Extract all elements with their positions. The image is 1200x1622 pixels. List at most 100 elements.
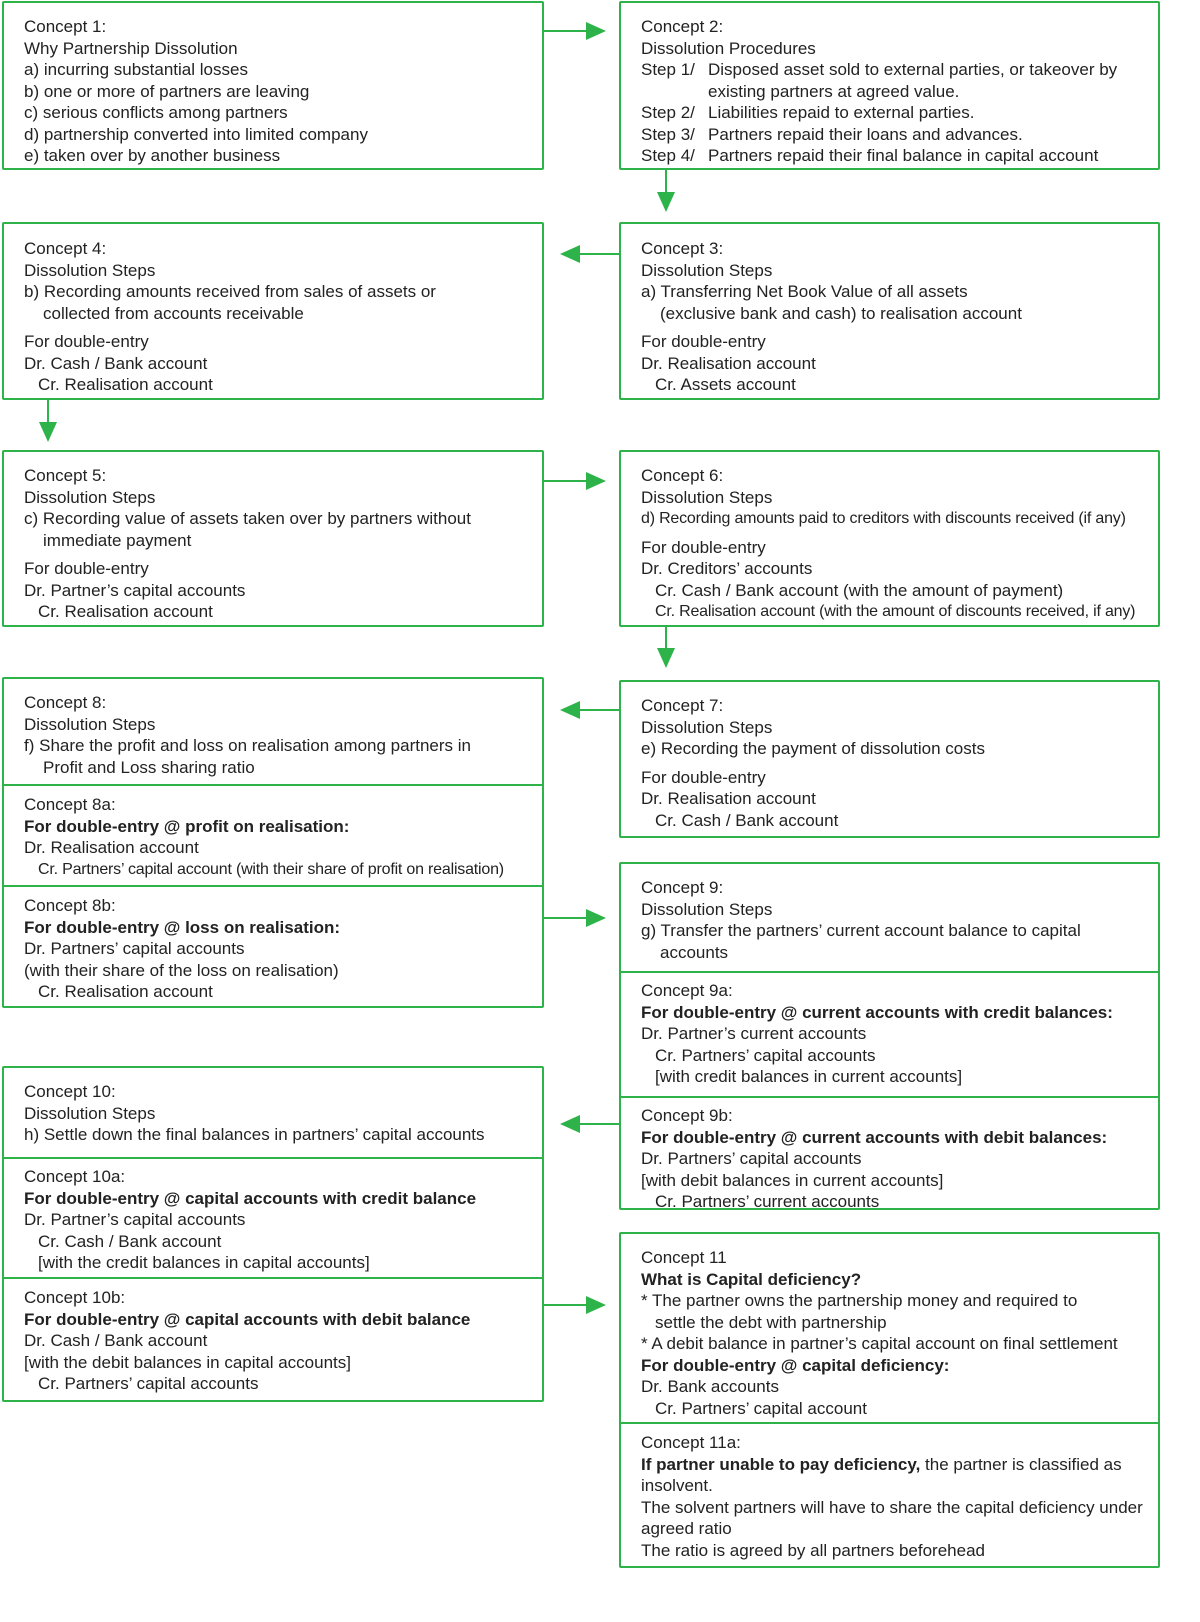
concept-8a-debit: Dr. Realisation account [24,838,199,857]
concept-2-box: Concept 2: Dissolution Procedures Step 1… [619,1,1160,170]
concept-10a-title: Concept 10a: [24,1167,126,1186]
concept-5-step-line: immediate payment [43,530,192,550]
concept-11-credit: Cr. Partners’ capital account [655,1398,867,1418]
concept-3-credit: Cr. Assets account [655,375,796,394]
concept-1-item-d: d) partnership converted into limited co… [24,124,368,144]
arrow-down-4-to-5 [39,400,57,442]
concept-11a-line: The ratio is agreed by all partners befo… [641,1540,985,1560]
concept-1-item-c: c) serious conflicts among partners [24,103,288,122]
concept-1-item-b: b) one or more of partners are leaving [24,81,310,101]
concept-2-step: Step 3/Partners repaid their loans and a… [641,124,1023,144]
concept-8b-double-entry-label: For double-entry @ loss on realisation: [24,917,341,937]
concept-11a-line: If partner unable to pay deficiency, the… [641,1454,1122,1496]
concept-4-credit: Cr. Realisation account [38,375,213,394]
concept-11a-line: The solvent partners will have to share … [641,1497,1143,1539]
concept-5-title: Concept 5: [24,466,107,485]
concept-4-title: Concept 4: [24,239,107,258]
concept-1-item-a: a) incurring substantial losses [24,60,248,79]
concept-7-credit: Cr. Cash / Bank account [655,810,839,830]
concept-10-box: Concept 10: Dissolution Steps h) Settle … [2,1066,544,1402]
concept-4-subtitle: Dissolution Steps [24,260,156,280]
arrow-right-10-to-11 [544,1296,606,1314]
concept-2-step: Step 4/Partners repaid their final balan… [641,146,1099,165]
concept-9-subtitle: Dissolution Steps [641,899,773,919]
concept-9a-double-entry-label: For double-entry @ current accounts with… [641,1002,1113,1022]
concept-4-step-line: b) Recording amounts received from sales… [24,282,436,301]
concept-11-point: * A debit balance in partner’s capital a… [641,1334,1118,1353]
concept-3-subtitle: Dissolution Steps [641,260,773,280]
concept-7-debit: Dr. Realisation account [641,789,816,808]
concept-5-subtitle: Dissolution Steps [24,487,156,507]
concept-6-double-entry-label: For double-entry [641,537,766,557]
concept-8a-credit: Cr. Partners’ capital account (with thei… [38,860,504,878]
concept-8b-credit: Cr. Realisation account [38,982,213,1001]
concept-6-credit: Cr. Cash / Bank account (with the amount… [655,580,1064,600]
concept-10b-double-entry-label: For double-entry @ capital accounts with… [24,1309,471,1329]
concept-8b-debit: Dr. Partners’ capital accounts [24,939,245,958]
concept-6-title: Concept 6: [641,466,724,485]
concept-6-box: Concept 6: Dissolution Steps d) Recordin… [619,450,1160,627]
concept-1-title: Concept 1: [24,17,107,36]
concept-8-subtitle: Dissolution Steps [24,714,156,734]
concept-2-step: Step 2/Liabilities repaid to external pa… [641,103,975,122]
concept-1-item-e: e) taken over by another business [24,146,281,165]
concept-8-step-line: f) Share the profit and loss on realisat… [24,736,471,755]
concept-10-title: Concept 10: [24,1082,116,1101]
concept-8-box: Concept 8: Dissolution Steps f) Share th… [2,677,544,1008]
concept-10-subtitle: Dissolution Steps [24,1103,156,1123]
concept-9b-double-entry-label: For double-entry @ current accounts with… [641,1127,1108,1147]
concept-10a-note: [with the credit balances in capital acc… [38,1253,370,1272]
arrow-left-3-to-4 [560,245,619,263]
concept-9-title: Concept 9: [641,878,724,897]
concept-11-debit: Dr. Bank accounts [641,1377,779,1396]
arrow-right-1-to-2 [544,22,606,40]
concept-6-step-line: d) Recording amounts paid to creditors w… [641,510,1126,527]
concept-9a-debit: Dr. Partner’s current accounts [641,1024,867,1043]
concept-10b-debit: Dr. Cash / Bank account [24,1331,208,1350]
concept-3-double-entry-label: For double-entry [641,332,766,351]
concept-1-subtitle: Why Partnership Dissolution [24,38,238,58]
arrow-right-5-to-6 [544,472,606,490]
concept-10-step-line: h) Settle down the final balances in par… [24,1125,485,1144]
concept-7-title: Concept 7: [641,696,724,715]
concept-11-title: Concept 11 [641,1248,727,1267]
concept-9b-title: Concept 9b: [641,1106,733,1125]
concept-9a-note: [with credit balances in current account… [655,1067,963,1086]
concept-4-box: Concept 4: Dissolution Steps b) Recordin… [2,222,544,400]
concept-10b-credit: Cr. Partners’ capital accounts [38,1374,259,1393]
concept-11-point: settle the debt with partnership [655,1312,887,1332]
concept-3-title: Concept 3: [641,239,724,258]
concept-6-subtitle: Dissolution Steps [641,487,773,507]
concept-9b-credit: Cr. Partners’ current accounts [655,1192,880,1211]
arrow-down-6-to-7 [657,627,675,668]
concept-8b-note: (with their share of the loss on realisa… [24,960,339,980]
concept-11-point: * The partner owns the partnership money… [641,1291,1078,1310]
concept-11a-title: Concept 11a: [641,1433,741,1452]
concept-5-step-line: c) Recording value of assets taken over … [24,509,471,528]
concept-10a-debit: Dr. Partner’s capital accounts [24,1210,246,1229]
arrow-right-8-to-9 [544,909,606,927]
concept-9a-title: Concept 9a: [641,981,733,1000]
concept-5-credit: Cr. Realisation account [38,602,213,621]
concept-9-box: Concept 9: Dissolution Steps g) Transfer… [619,862,1160,1211]
concept-5-debit: Dr. Partner’s capital accounts [24,580,246,600]
concept-8-step-line: Profit and Loss sharing ratio [43,757,255,777]
concept-3-step-line: (exclusive bank and cash) to realisation… [660,303,1022,323]
concept-7-box: Concept 7: Dissolution Steps e) Recordin… [619,680,1160,838]
concept-4-double-entry-label: For double-entry [24,332,149,351]
concept-6-debit: Dr. Creditors’ accounts [641,559,813,578]
concept-2-subtitle: Dissolution Procedures [641,38,816,58]
concept-9b-note: [with debit balances in current accounts… [641,1170,944,1190]
concept-10a-credit: Cr. Cash / Bank account [38,1231,222,1251]
concept-8a-title: Concept 8a: [24,795,116,814]
concept-3-step-line: a) Transferring Net Book Value of all as… [641,282,968,301]
concept-9-step-line: accounts [660,942,729,962]
concept-7-step-line: e) Recording the payment of dissolution … [641,739,985,758]
arrow-down-2-to-3 [657,170,675,212]
concept-2-step: Step 1/Disposed asset sold to external p… [641,60,1118,101]
arrow-left-7-to-8 [560,701,619,719]
concept-8b-title: Concept 8b: [24,896,116,915]
concept-7-double-entry-label: For double-entry [641,767,766,787]
concept-11-box: Concept 11 What is Capital deficiency? *… [619,1232,1160,1568]
